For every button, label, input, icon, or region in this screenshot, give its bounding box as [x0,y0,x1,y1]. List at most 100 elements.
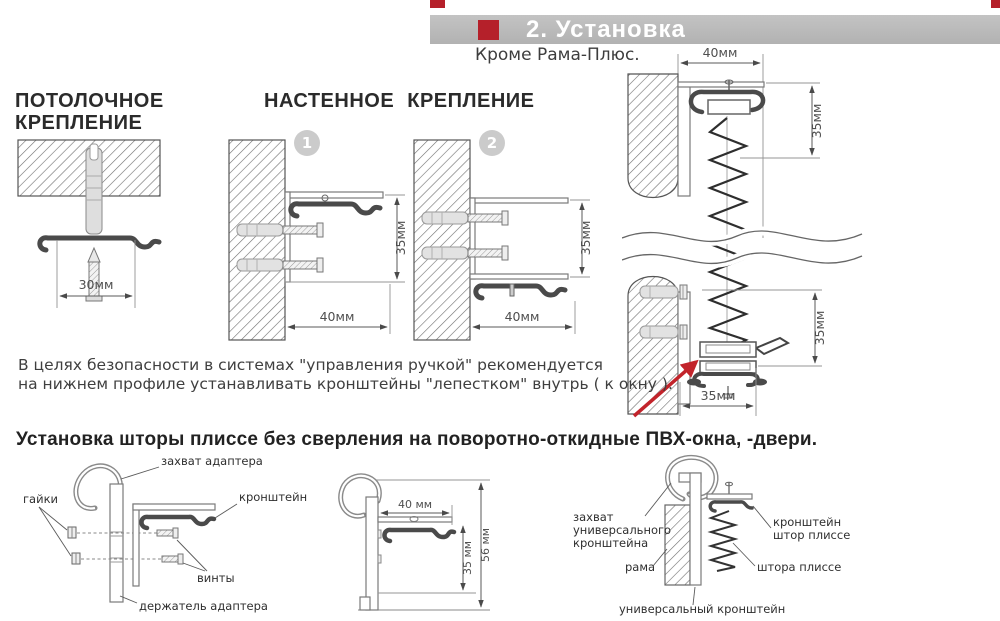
dimension-35mm-bottom: 35мм [679,368,757,416]
dim-label-30mm: 30мм [79,277,114,292]
wall-mount-title: НАСТЕННОЕ КРЕПЛЕНИЕ [264,90,535,112]
safety-note: В целях безопасности в системах "управле… [18,356,673,394]
dim-label-56mm: 56 мм [479,528,492,562]
screw-with-plug-lower [639,324,688,340]
leader-bracket [214,503,238,519]
bracket [284,191,384,283]
ceiling-mount-title-line2: КРЕПЛЕНИЕ [15,112,143,134]
bracket [377,516,457,544]
leader-pleat-bracket [752,505,772,529]
profile-clip [288,201,383,219]
label-frame: рама [625,560,655,574]
dim-label-35mm: 35мм [578,221,593,256]
dimension-35mm: 35 мм [378,525,476,594]
label-nuts: гайки [23,492,58,506]
step-number: 1 [302,134,312,152]
step-number: 2 [487,134,497,152]
petal-pointer-arrow [632,359,699,418]
label-bracket: кронштейн [239,490,307,504]
universal-bracket-diagram: захват универсального кронштейна рама кр… [573,454,850,616]
dimension-40mm: 40мм [472,301,576,334]
ceiling-mount-title-line1: ПОТОЛОЧНОЕ [15,90,164,112]
ceiling-mount-title: ПОТОЛОЧНОЕ КРЕПЛЕНИЕ [15,90,164,134]
dim-label-35mm: 35мм [812,311,827,346]
red-bullet-icon [478,19,499,40]
leader-nut-top [38,506,68,531]
dimension-35mm: 35мм [285,194,408,283]
label-grip-line1: захват [573,510,614,524]
pleated-blind-spring [707,510,739,572]
label-pleat-bracket-line1: кронштейн [773,515,841,529]
label-grip-line2: универсального [573,523,671,537]
dimension-35mm-upper: 35мм [740,82,824,159]
dimension-56mm: 56 мм [478,482,492,608]
bracket [469,197,569,280]
dimension-35mm-lower: 35мм [702,289,827,367]
adapter-assembly-diagram: захват адаптера гайки кронштейн винты де… [23,454,307,613]
dimension-40mm-top: 40мм [677,45,764,238]
leader-nut-bottom [38,506,72,557]
window-cross-section-diagram: 40мм [622,45,864,418]
leader-blind [732,542,756,567]
profile-clip [473,283,568,301]
leader-screw-top [176,539,208,572]
screw-with-plug-upper [639,284,688,300]
no-drill-title: Установка шторы плиссе без сверления на … [16,429,818,450]
label-adapter-grip: захват адаптера [161,454,263,468]
label-screws: винты [197,571,235,585]
screw-with-plug-bottom [421,245,509,261]
clip-screw [509,283,515,297]
adapter-holder-bar [109,483,124,603]
label-grip-line3: кронштейна [573,536,648,550]
bracket [132,503,217,587]
dimension-40mm: 40 мм [380,498,453,525]
break-lines [622,226,864,268]
dim-label-40mm: 40 мм [398,498,432,511]
step-badge-1: 1 [294,130,320,156]
frame-bar [359,496,382,611]
ceiling-mount-diagram: 30мм [17,139,162,308]
screw-with-plug-top [421,210,509,226]
dim-label-35mm: 35мм [809,104,824,139]
dimension-40mm: 40мм [287,284,391,334]
dim-label-40mm: 40мм [320,309,355,324]
dimension-35mm: 35мм [570,199,593,278]
upper-wall-section [627,73,679,198]
dim-label-35mm: 35 мм [461,541,474,575]
wall-mount-diagram-2: 2 35мм [413,130,593,341]
leader-grip [644,482,672,517]
pleat-bracket [706,481,754,513]
label-pleat-blind: штора плиссе [757,560,841,574]
adapter-grip-hook [338,473,382,519]
section-title: 2. Установка [526,15,686,43]
dim-label-35mm: 35мм [393,221,408,256]
top-bracket-plate [677,81,765,88]
nuts [67,526,81,565]
universal-grip-hook [665,454,719,502]
leader-screw-bottom [182,562,206,572]
dim-label-40mm: 40мм [703,45,738,60]
universal-bracket [678,472,702,586]
dimension-30mm: 30мм [56,240,136,308]
upper-frame-plate [677,85,691,197]
label-adapter-holder: держатель адаптера [139,599,268,613]
screw-with-plug-top [236,222,324,238]
label-universal-bracket: универсальный кронштейн [619,602,785,616]
screw [85,246,103,302]
adapter-grip-hook [73,463,123,511]
profile-clip [37,235,162,253]
safety-note-line2: на нижнем профиле устанавливать кронштей… [18,375,673,393]
leader-universal-bracket [692,586,696,606]
mounting-screws [156,527,184,565]
wall-section [228,139,286,341]
head-rail [688,79,766,115]
section-banner: 2. Установка [430,15,1000,44]
dim-label-35mm: 35мм [701,388,736,403]
label-pleat-bracket-line2: штор плиссе [773,528,850,542]
page-edge-red-mark-left [430,0,445,8]
wall-section [413,139,471,341]
step-badge-2: 2 [479,130,505,156]
leader-frame [652,548,668,567]
leader-grip [120,466,160,480]
